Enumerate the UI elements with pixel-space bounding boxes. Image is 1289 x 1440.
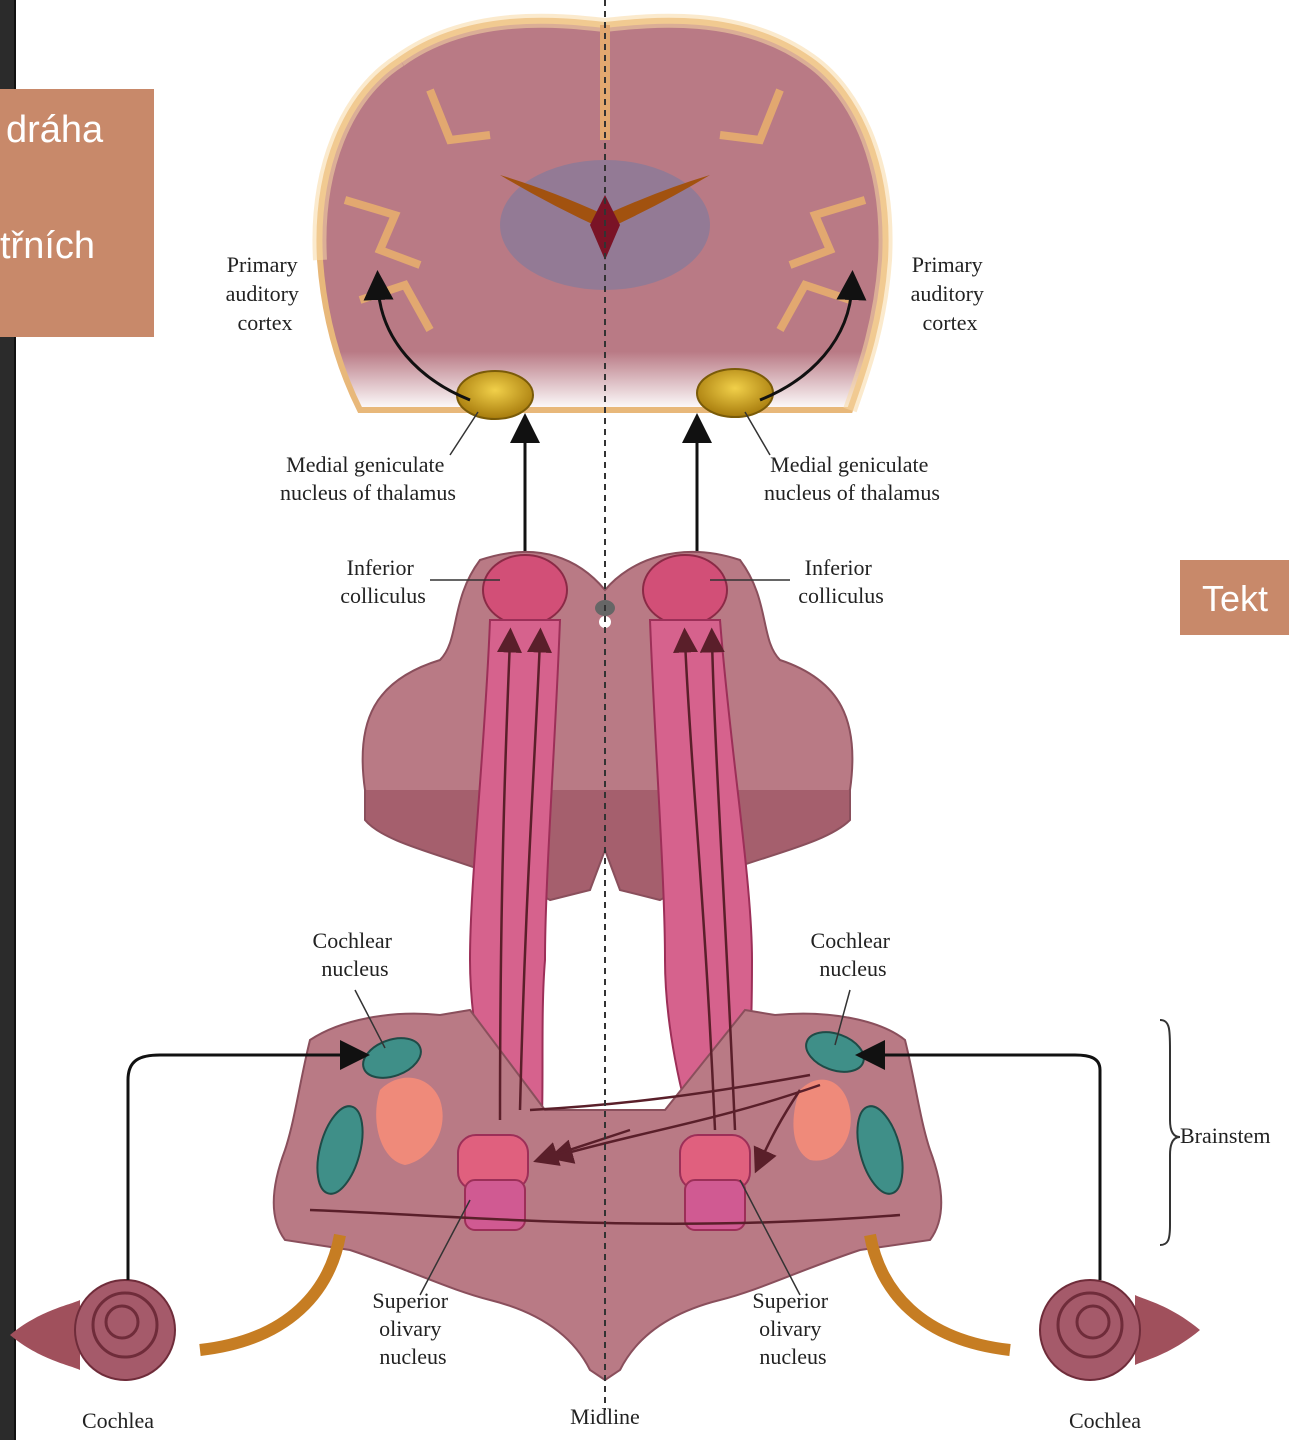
- label-midline: Midline: [570, 1404, 640, 1429]
- label-cochlear-nucleus-left: Cochlear nucleus: [313, 928, 398, 981]
- label-primary-cortex-right: Primary auditory cortex: [911, 252, 990, 335]
- label-brainstem: Brainstem: [1180, 1123, 1270, 1148]
- mgn-right: [697, 369, 773, 417]
- brainstem-section: [274, 1010, 942, 1380]
- label-mgn-right: Medial geniculate nucleus of thalamus: [764, 452, 940, 505]
- ic-left: [483, 555, 567, 625]
- label-cochlea-right: Cochlea: [1069, 1408, 1141, 1433]
- son-left: [458, 1135, 528, 1230]
- label-mgn-left: Medial geniculate nucleus of thalamus: [280, 452, 456, 505]
- label-primary-cortex-left: Primary auditory cortex: [226, 252, 305, 335]
- son-right: [680, 1135, 750, 1230]
- label-ic-left: Inferior colliculus: [340, 555, 426, 608]
- label-son-right: Superior olivary nucleus: [752, 1288, 833, 1369]
- cochlea-right: [1040, 1280, 1200, 1380]
- midbrain-section: [363, 552, 853, 900]
- cochlear-nerve-left: [200, 1235, 340, 1350]
- label-cochlear-nucleus-right: Cochlear nucleus: [811, 928, 896, 981]
- brainstem-brace: [1160, 1020, 1180, 1245]
- cochlear-nerve-right: [870, 1235, 1010, 1350]
- cochlea-left: [10, 1280, 175, 1380]
- label-cochlea-left: Cochlea: [82, 1408, 154, 1433]
- label-son-left: Superior olivary nucleus: [372, 1288, 453, 1369]
- label-ic-right: Inferior colliculus: [798, 555, 884, 608]
- mgn-left: [457, 371, 533, 419]
- ic-right: [643, 555, 727, 625]
